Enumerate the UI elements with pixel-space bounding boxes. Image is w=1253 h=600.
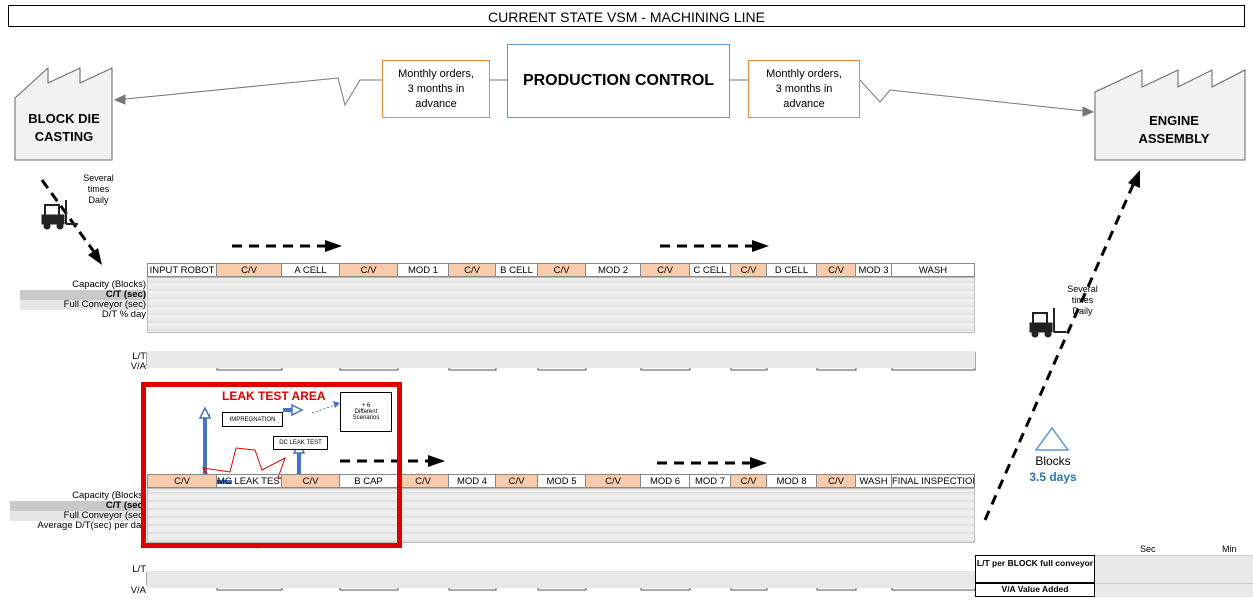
process-cell: C/V xyxy=(398,474,449,488)
process-cell: MOD 2 xyxy=(586,263,641,277)
process-cell: C/V xyxy=(817,263,856,277)
summary-table: L/T per BLOCK full conveyor V/A Value Ad… xyxy=(975,555,1253,597)
summary-row-lt: L/T per BLOCK full conveyor xyxy=(975,555,1095,583)
process-cell: D CELL xyxy=(767,263,817,277)
leak-test-title: LEAK TEST AREA xyxy=(222,389,326,403)
summary-row-va: V/A Value Added xyxy=(975,583,1095,597)
process-cell: C/V xyxy=(641,263,690,277)
process-cell: C CELL xyxy=(690,263,731,277)
summary-col-sec: Sec xyxy=(1140,544,1156,554)
inventory-label: Blocks xyxy=(1026,454,1080,468)
process-cell: C/V xyxy=(217,263,282,277)
line1-data-grid xyxy=(147,277,975,333)
process-cell: A CELL xyxy=(282,263,340,277)
line2-row-labels: Capacity (Blocks) C/T (sec) Full Conveyo… xyxy=(10,491,146,531)
forklift-in-icon xyxy=(42,200,78,229)
inventory-triangle-icon xyxy=(1036,428,1068,450)
process-cell: C/V xyxy=(449,263,496,277)
line1-row-labels: Capacity (Blocks) C/T (sec) Full Conveyo… xyxy=(20,280,146,320)
process-cell: WASH xyxy=(856,474,892,488)
inventory-value: 3.5 days xyxy=(1020,470,1086,484)
process-cell: C/V xyxy=(731,474,767,488)
process-cell: MOD 5 xyxy=(538,474,586,488)
process-cell: C/V xyxy=(731,263,767,277)
info-flow-left xyxy=(115,78,382,105)
process-cell: WASH xyxy=(892,263,975,277)
process-cell: C/V xyxy=(586,474,641,488)
line1-lt-bar xyxy=(147,351,975,368)
process-cell: MOD 7 xyxy=(690,474,731,488)
dc-leak-test-box: DC LEAK TEST xyxy=(273,436,328,450)
process-cell: MOD 4 xyxy=(449,474,496,488)
process-cell: MOD 6 xyxy=(641,474,690,488)
summary-col-min: Min xyxy=(1222,544,1237,554)
process-cell: C/V xyxy=(340,263,398,277)
process-cell: C/V xyxy=(817,474,856,488)
process-cell: C/V xyxy=(496,474,538,488)
process-cell: MOD 8 xyxy=(767,474,817,488)
process-cell: C/V xyxy=(538,263,586,277)
line1-process-row: INPUT ROBOT C/V A CELL C/V MOD 1 C/V B C… xyxy=(147,263,975,277)
process-cell: B CELL xyxy=(496,263,538,277)
line2-lt-labels: L/T V/A xyxy=(90,565,146,596)
process-cell: MOD 1 xyxy=(398,263,449,277)
production-control-box: PRODUCTION CONTROL xyxy=(507,44,730,118)
process-cell: FINAL INSPECTION xyxy=(892,474,975,488)
push-arrow-line2-b xyxy=(657,457,767,469)
push-arrow-line1-b xyxy=(660,240,769,252)
info-flow-right xyxy=(860,80,1093,116)
line1-lt-labels: L/T V/A xyxy=(90,352,146,372)
push-arrow-line1-a xyxy=(232,240,342,252)
line2-lt-bar xyxy=(147,571,975,588)
impregnation-box: IMPREGNATION xyxy=(222,412,283,427)
process-cell: INPUT ROBOT xyxy=(147,263,217,277)
process-cell: MOD 3 xyxy=(856,263,892,277)
